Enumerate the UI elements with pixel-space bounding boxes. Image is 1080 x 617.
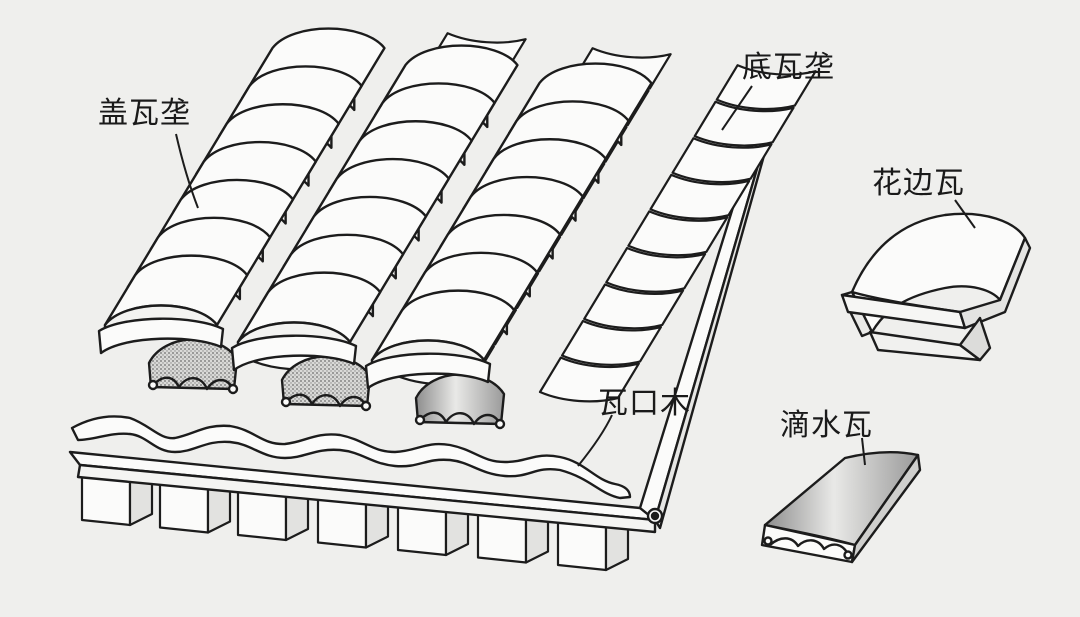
cover-tile-ridge xyxy=(97,27,386,395)
leader-edge-tile xyxy=(954,199,976,229)
ridge-end-cap xyxy=(147,338,239,395)
edge-tile-drawing xyxy=(840,212,1032,362)
label-drip-tile: 滴水瓦 xyxy=(780,408,873,443)
leader-bottom-ridge xyxy=(721,85,753,131)
cover-tile xyxy=(236,271,382,356)
leader-lines xyxy=(175,85,976,467)
ridge-end-cap xyxy=(414,373,506,430)
label-bottom-tile-ridge: 底瓦垄 xyxy=(742,50,835,85)
cover-tile-ridge xyxy=(364,62,653,430)
leader-drip-tile xyxy=(861,437,866,466)
label-edge-tile: 花边瓦 xyxy=(872,166,965,201)
eave-wave-board xyxy=(70,415,632,500)
leader-cover-ridge xyxy=(175,133,199,209)
ridge-end-cap xyxy=(280,355,372,412)
eave-board-strip xyxy=(68,118,772,534)
label-cover-tile-ridge: 盖瓦垄 xyxy=(98,96,191,131)
drip-tile-drawing xyxy=(760,451,922,564)
label-eave-board: 瓦口木 xyxy=(598,386,691,421)
cover-tile-ridge xyxy=(230,44,519,412)
cover-tile-eave xyxy=(97,317,225,355)
cover-tile-eave xyxy=(230,334,358,372)
leader-eave-board xyxy=(577,414,613,467)
cover-tile-eave xyxy=(364,352,492,390)
bottom-tile-row xyxy=(538,64,817,403)
cover-tile-ridges xyxy=(97,27,653,430)
